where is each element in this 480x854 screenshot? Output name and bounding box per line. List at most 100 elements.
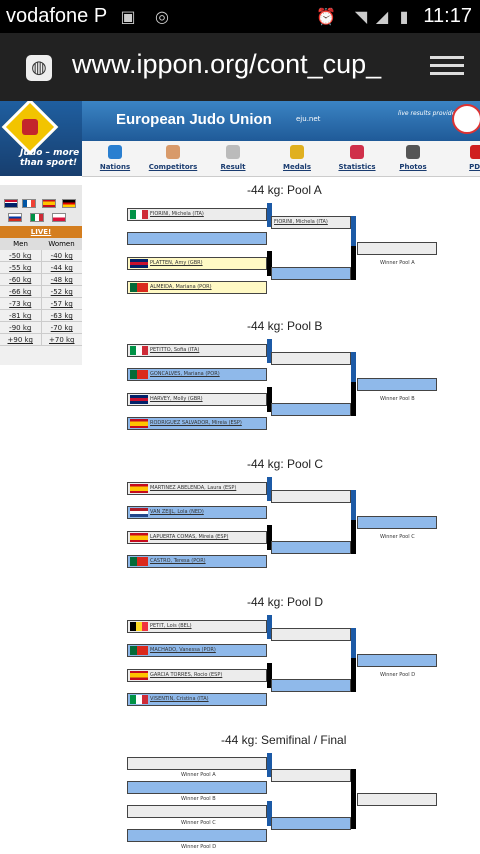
winner-label: Winner Pool D (380, 672, 416, 678)
nav-globe[interactable]: Nations (90, 145, 140, 171)
round2-slot[interactable] (271, 403, 351, 416)
semifinal-slot[interactable] (127, 805, 267, 818)
flag-it-icon[interactable] (30, 213, 44, 222)
women-weight-link[interactable]: -40 kg (50, 252, 73, 260)
competitor-slot[interactable] (127, 232, 267, 245)
bracket-line (267, 525, 272, 550)
women-weight-link[interactable]: -48 kg (50, 276, 73, 284)
bracket-line (351, 216, 356, 246)
flag-fr-icon[interactable] (22, 199, 36, 208)
bracket-line (351, 490, 356, 520)
bracket-line (267, 615, 272, 639)
flag-pl-icon[interactable] (52, 213, 66, 222)
competitor-slot[interactable]: PETIT, Lois (BEL) (127, 620, 267, 633)
semifinal-slot[interactable] (127, 781, 267, 794)
pool-winner-slot[interactable] (357, 242, 437, 255)
competitor-name: GARCIA TORRES, Rocio (ESP) (150, 672, 223, 678)
competitor-slot[interactable]: VISENTIN, Cristina (ITA) (127, 693, 267, 706)
weight-row: -81 kg -63 kg (0, 310, 82, 322)
men-weight-link[interactable]: +90 kg (0, 334, 42, 345)
menu-icon[interactable] (430, 56, 464, 80)
final-slot[interactable] (271, 769, 351, 782)
men-weight-link[interactable]: -60 kg (0, 274, 42, 285)
competitor-slot[interactable]: FIORINI, Michela (ITA) (127, 208, 267, 221)
competitor-slot[interactable]: PLATTEN, Amy (GBR) (127, 257, 267, 270)
competitor-slot[interactable]: GONCALVES, Mariana (POR) (127, 368, 267, 381)
notification-icon: ◎ (155, 7, 169, 26)
competitor-name: LAPUERTA COMAS, Mireia (ESP) (150, 534, 229, 540)
men-weight-link[interactable]: -55 kg (0, 262, 42, 273)
nav-label: Competitors (148, 163, 198, 171)
competitor-slot[interactable]: LAPUERTA COMAS, Mireia (ESP) (127, 531, 267, 544)
men-weight-link[interactable]: -73 kg (0, 298, 42, 309)
site-info-icon[interactable]: ◍ (26, 55, 52, 81)
url-field[interactable]: www.ippon.org/cont_cup_ (72, 49, 382, 79)
nav-camera[interactable]: Photos (388, 145, 438, 171)
nav-label: Photos (399, 163, 427, 171)
competitor-slot[interactable]: MARTINEZ ABELENDA, Laura (ESP) (127, 482, 267, 495)
women-label: Women (48, 240, 75, 248)
competitor-slot[interactable]: RODRIGUEZ SALVADOR, Mireia (ESP) (127, 417, 267, 430)
women-weight-link[interactable]: -57 kg (50, 300, 73, 308)
men-weight-link[interactable]: -90 kg (0, 322, 42, 333)
roaming-icon: ▣ (120, 7, 136, 26)
flag-por-icon (130, 283, 148, 292)
weight-row: -73 kg -57 kg (0, 298, 82, 310)
signal-icon: ◢ (375, 7, 389, 26)
bracket-line (267, 203, 272, 227)
semifinal-slot[interactable] (127, 757, 267, 770)
nav-label: PDF (469, 163, 480, 171)
men-weight-link[interactable]: -81 kg (0, 310, 42, 321)
women-weight-link[interactable]: -44 kg (50, 264, 73, 272)
women-weight-link[interactable]: -63 kg (50, 312, 73, 320)
women-weight-link[interactable]: -52 kg (50, 288, 73, 296)
competitor-slot[interactable]: ALMEIDA, Mariana (POR) (127, 281, 267, 294)
nav-pdf[interactable]: PDF (452, 145, 480, 171)
eju-logo[interactable]: Judo – more than sport! (0, 101, 82, 176)
bracket-line (267, 753, 272, 777)
live-link[interactable]: LIVE! (0, 226, 82, 238)
champion-slot[interactable] (357, 793, 437, 806)
men-weight-link[interactable]: -50 kg (0, 250, 42, 261)
nav-label: Nations (99, 163, 131, 171)
women-weight-link[interactable]: -70 kg (50, 324, 73, 332)
pool-winner-slot[interactable] (357, 654, 437, 667)
bracket-line (267, 251, 272, 276)
flag-por-icon (130, 557, 148, 566)
round2-slot[interactable] (271, 679, 351, 692)
semifinal-label: Winner Pool C (181, 820, 216, 826)
weight-row: +90 kg +70 kg (0, 334, 82, 346)
pool-winner-slot[interactable] (357, 378, 437, 391)
women-weight-link[interactable]: +70 kg (49, 336, 75, 344)
competitor-name: PETITTO, Sofia (ITA) (150, 347, 200, 353)
round2-slot[interactable] (271, 352, 351, 365)
competitor-slot[interactable]: MACHADO, Vanessa (POR) (127, 644, 267, 657)
pool-title: -44 kg: Pool D (247, 595, 324, 609)
competitor-slot[interactable]: CASTRO, Teresa (POR) (127, 555, 267, 568)
round2-slot[interactable] (271, 628, 351, 641)
flag-es-icon[interactable] (42, 199, 56, 208)
pool-winner-slot[interactable] (357, 516, 437, 529)
round2-slot[interactable] (271, 267, 351, 280)
language-flags (0, 185, 82, 226)
flag-por-icon (130, 370, 148, 379)
nav-result[interactable]: Result (208, 145, 258, 171)
competitor-slot[interactable]: HARVEY, Molly (GBR) (127, 393, 267, 406)
weight-row: -90 kg -70 kg (0, 322, 82, 334)
semifinal-slot[interactable] (127, 829, 267, 842)
competitor-slot[interactable]: VAN ZEIJL, Lola (NED) (127, 506, 267, 519)
nav-medal[interactable]: Medals (272, 145, 322, 171)
nav-person[interactable]: Competitors (148, 145, 198, 171)
nav-bar-chart[interactable]: Statistics (332, 145, 382, 171)
competitor-name: CASTRO, Teresa (POR) (150, 558, 206, 564)
competitor-slot[interactable]: GARCIA TORRES, Rocio (ESP) (127, 669, 267, 682)
flag-de-icon[interactable] (62, 199, 76, 208)
round2-slot[interactable] (271, 541, 351, 554)
men-weight-link[interactable]: -66 kg (0, 286, 42, 297)
flag-uk-icon[interactable] (4, 199, 18, 208)
competitor-slot[interactable]: PETITTO, Sofia (ITA) (127, 344, 267, 357)
flag-ru-icon[interactable] (8, 213, 22, 222)
round2-slot[interactable] (271, 490, 351, 503)
final-slot[interactable] (271, 817, 351, 830)
round2-slot[interactable]: FIORINI, Michela (ITA) (271, 216, 351, 229)
